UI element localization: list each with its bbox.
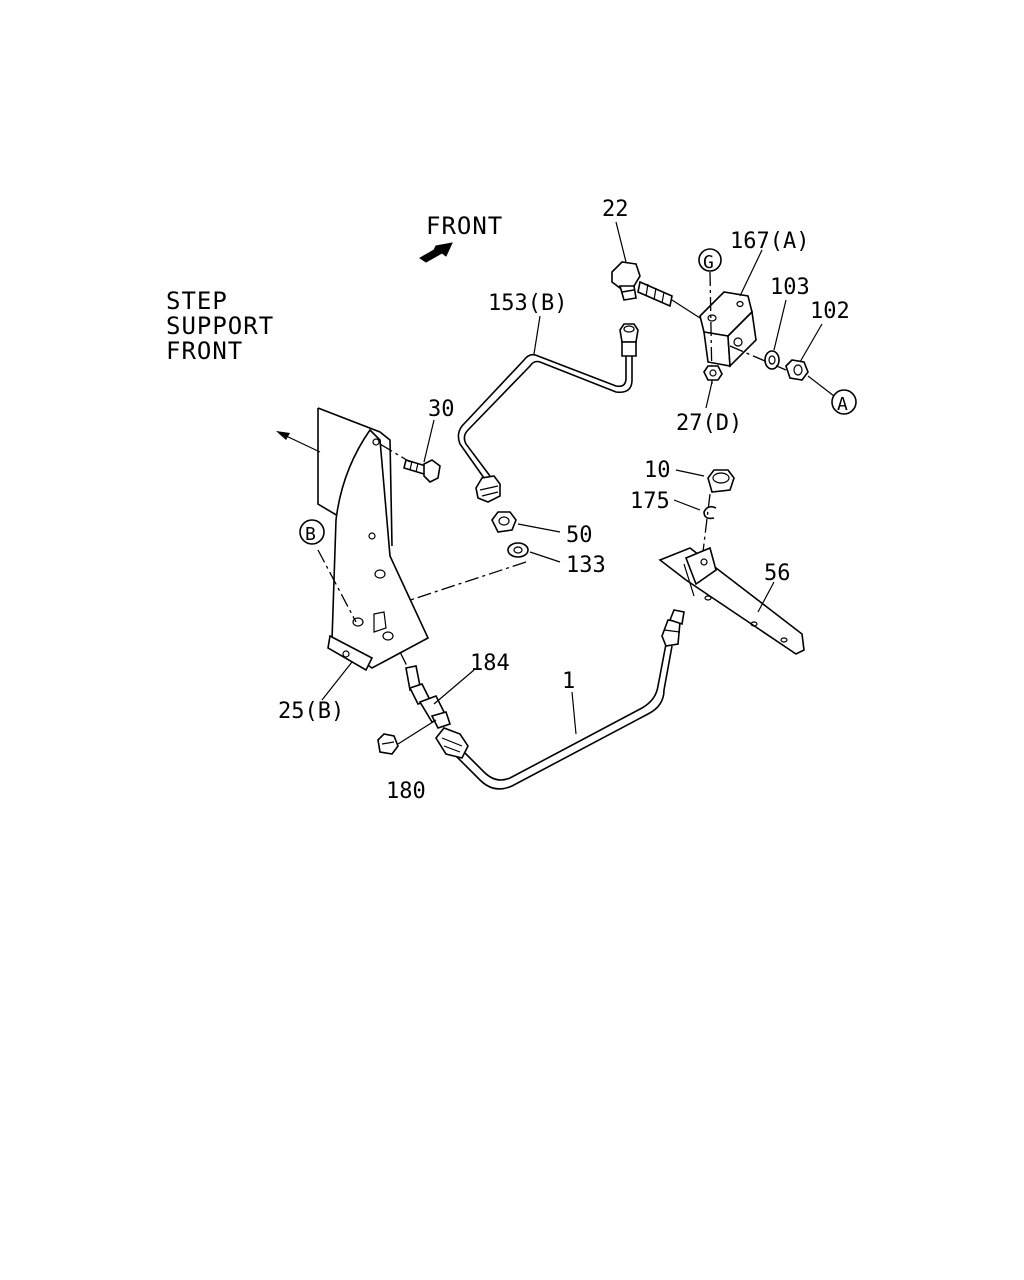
centerline-10 xyxy=(701,493,711,561)
callout-180: 180 xyxy=(386,779,426,804)
part-153b-brake-pipe xyxy=(457,323,639,503)
callout-27d: 27(D) xyxy=(676,411,742,436)
part-167a-bracket xyxy=(699,291,757,368)
leader-1 xyxy=(571,691,577,735)
step-label: STEP xyxy=(166,287,228,315)
leader-153b xyxy=(533,315,541,355)
callout-25b: 25(B) xyxy=(278,699,344,724)
callout-153b: 153(B) xyxy=(488,291,567,316)
part-10-nut xyxy=(707,469,735,493)
part-103-washer xyxy=(764,350,780,370)
front-sub-label: FRONT xyxy=(166,337,243,365)
part-22-union-fitting xyxy=(611,261,701,319)
callout-133: 133 xyxy=(566,553,606,578)
leader-184 xyxy=(433,669,475,705)
leader-27d xyxy=(705,381,713,409)
part-180-plug xyxy=(377,733,399,755)
callout-22: 22 xyxy=(602,197,629,222)
callout-167a: 167(A) xyxy=(730,229,809,254)
callout-56: 56 xyxy=(764,561,791,586)
leader-103 xyxy=(773,299,787,351)
step-support-front-label: STEP SUPPORT FRONT xyxy=(166,287,321,453)
reference-b-label: B xyxy=(305,524,316,545)
part-1-brake-hose xyxy=(435,609,685,790)
leader-10 xyxy=(675,469,705,477)
callout-184: 184 xyxy=(470,651,510,676)
leader-167a xyxy=(739,249,763,297)
leader-175 xyxy=(673,499,701,511)
reference-circle-g xyxy=(698,248,722,272)
leader-a xyxy=(807,375,835,397)
leader-50 xyxy=(517,523,561,533)
centerline-bolt xyxy=(729,345,787,371)
callout-103: 103 xyxy=(770,275,810,300)
part-50-nut xyxy=(491,511,517,533)
callout-50: 50 xyxy=(566,523,593,548)
part-30-bolt xyxy=(403,458,441,483)
leader-25b xyxy=(321,661,353,701)
front-direction-indicator: FRONT xyxy=(419,212,503,263)
step-support-arrow-line xyxy=(281,433,321,453)
part-184-fitting xyxy=(399,651,452,729)
front-label: FRONT xyxy=(426,212,503,240)
leader-56 xyxy=(757,581,775,613)
leader-102 xyxy=(799,323,823,363)
part-133-washer xyxy=(507,542,529,558)
support-label: SUPPORT xyxy=(166,312,274,340)
reference-a-label: A xyxy=(837,394,848,415)
callout-10: 10 xyxy=(644,458,671,483)
callout-102: 102 xyxy=(810,299,850,324)
leader-133 xyxy=(529,551,561,563)
part-56-bracket xyxy=(658,546,805,655)
callout-1: 1 xyxy=(562,669,575,694)
reference-circle-b xyxy=(299,519,325,545)
leader-30 xyxy=(423,419,435,463)
part-27d-nut xyxy=(703,365,723,381)
part-175-clip xyxy=(703,505,717,520)
part-25b-bracket xyxy=(317,407,430,672)
leader-180 xyxy=(397,719,437,745)
part-102-nut xyxy=(785,359,809,381)
reference-circle-a xyxy=(831,389,857,415)
leader-22 xyxy=(615,221,627,263)
reference-g-label: G xyxy=(703,252,714,273)
front-arrow-icon xyxy=(419,242,453,263)
step-support-arrow-icon xyxy=(276,431,290,440)
callout-30: 30 xyxy=(428,397,455,422)
callout-175: 175 xyxy=(630,489,670,514)
